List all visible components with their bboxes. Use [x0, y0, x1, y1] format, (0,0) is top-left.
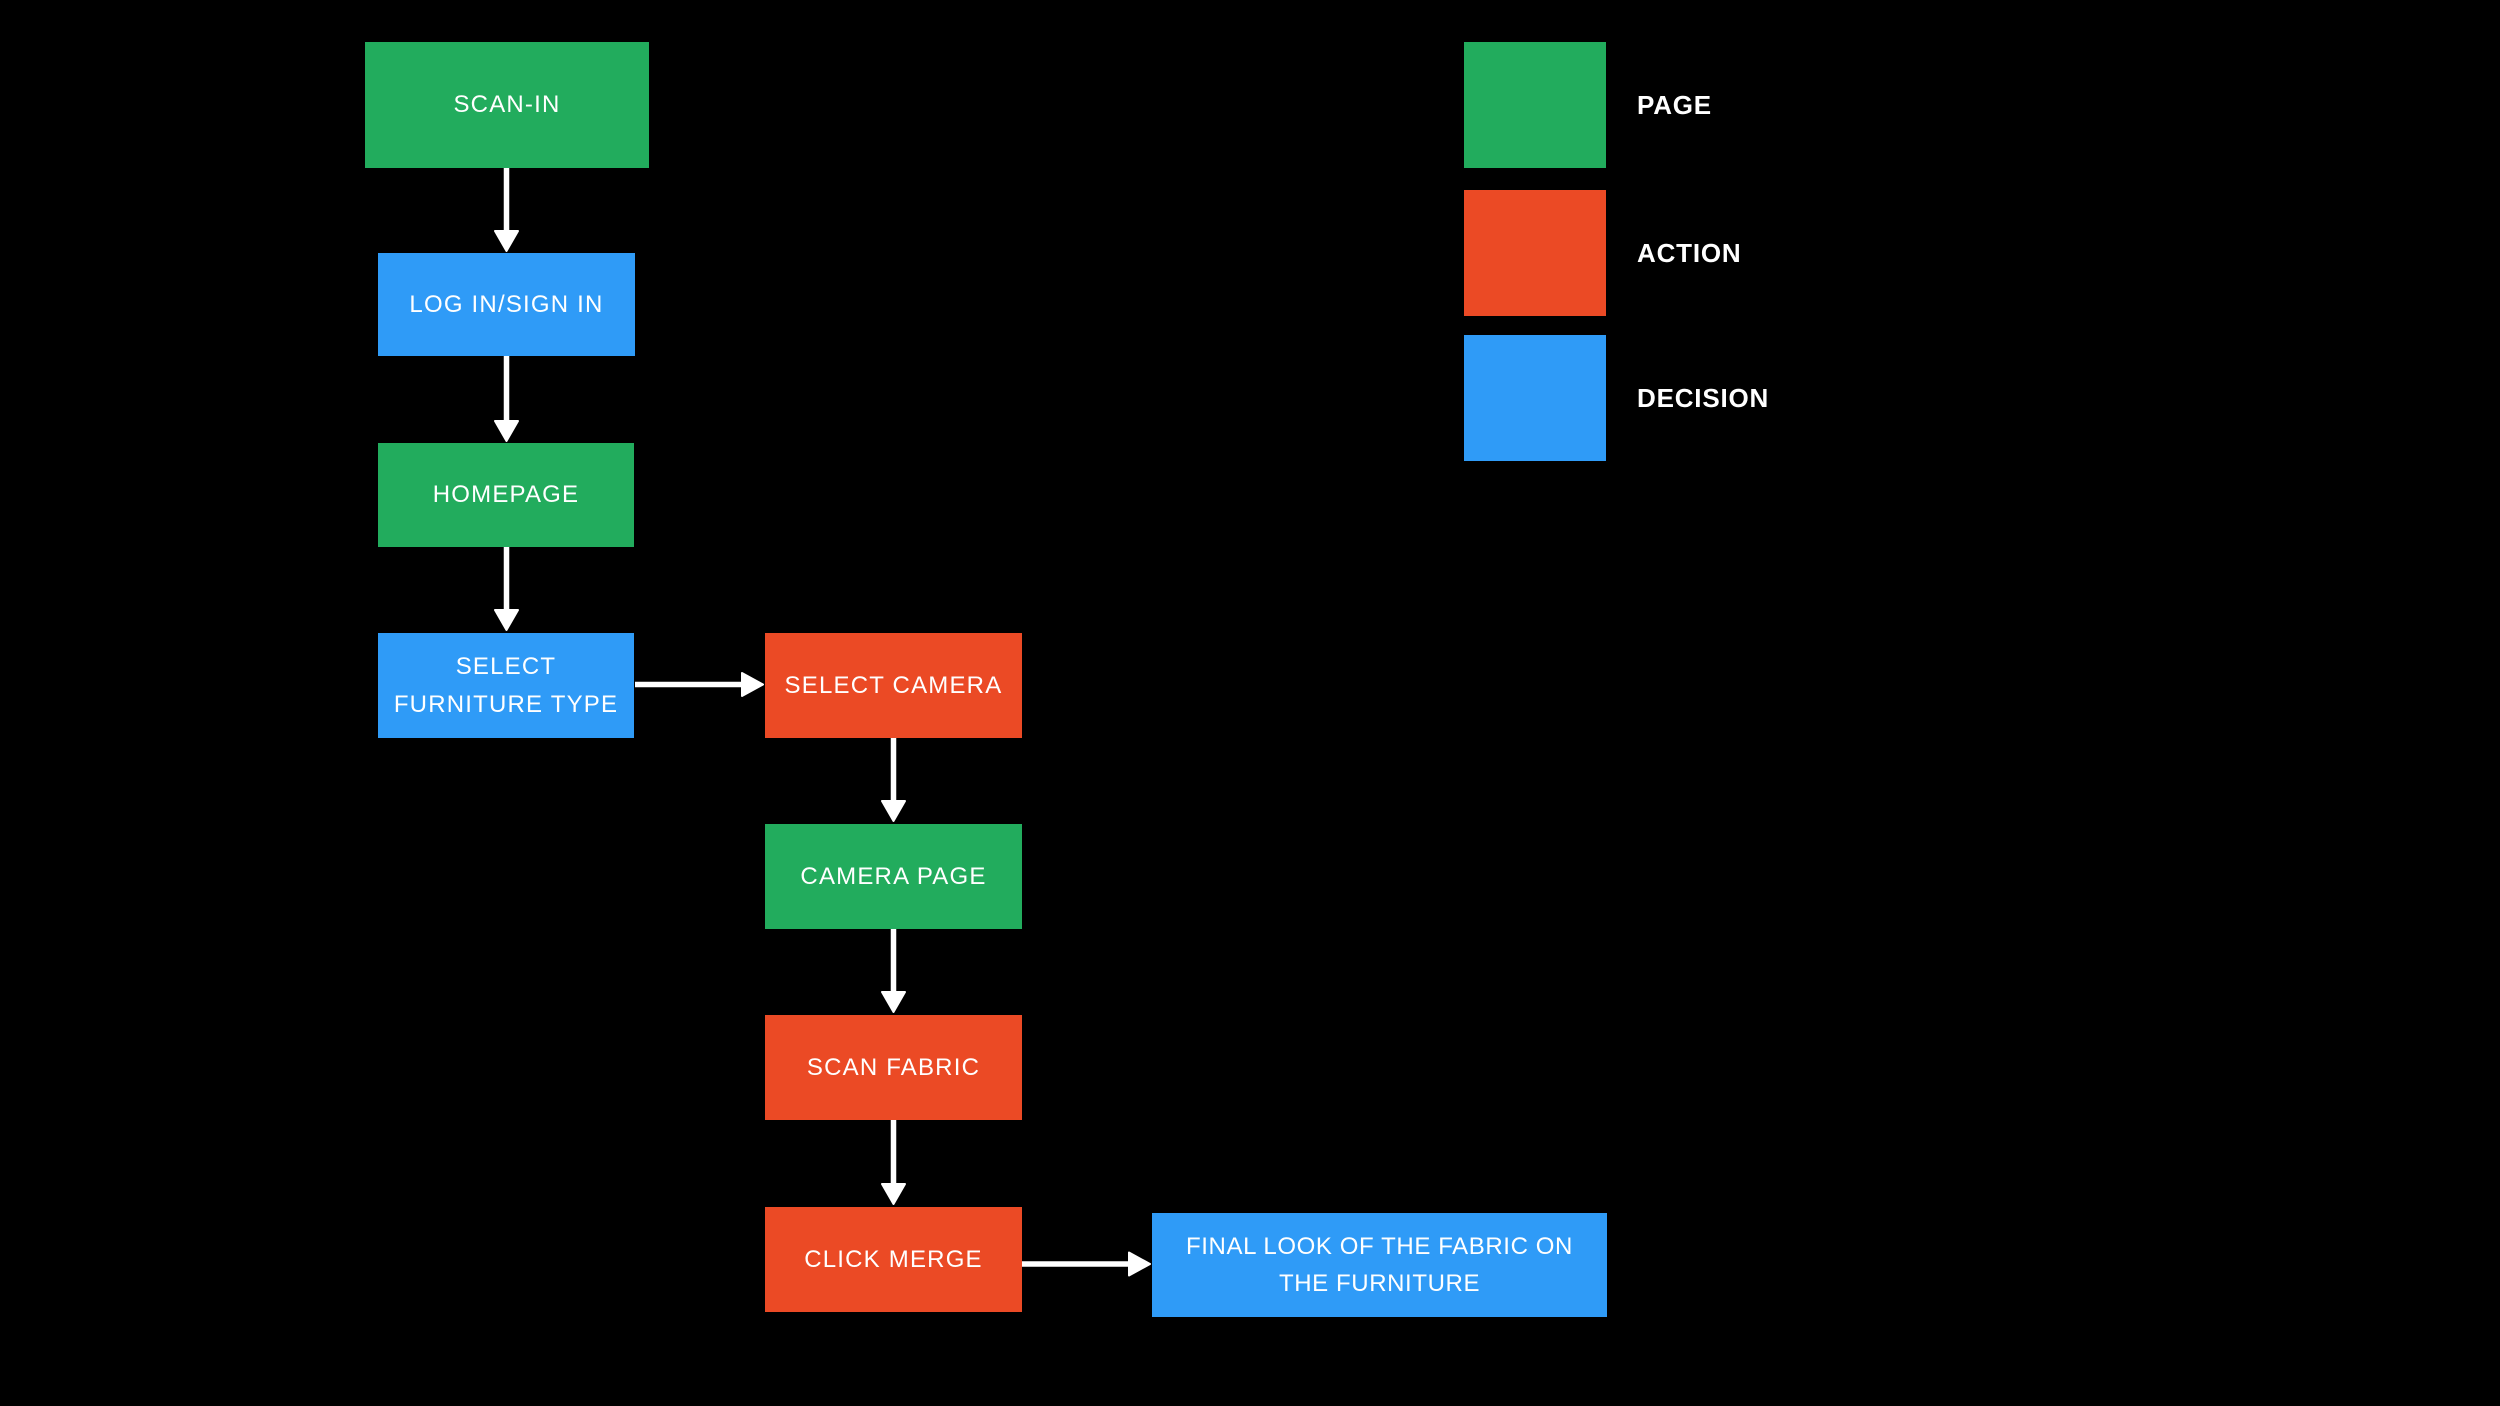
- node-homepage[interactable]: HOMEPAGE: [378, 443, 634, 547]
- arrow-click-merge-to-final-look: [1022, 1251, 1151, 1277]
- arrow-scan-in-to-log-in: [494, 168, 519, 252]
- node-select-camera[interactable]: SELECT CAMERA: [765, 633, 1022, 738]
- node-label: CAMERA PAGE: [800, 862, 987, 890]
- legend-label-action: ACTION: [1637, 237, 1742, 268]
- node-click-merge[interactable]: CLICK MERGE: [765, 1207, 1022, 1312]
- node-label: SELECT FURNITURE TYPE: [393, 653, 619, 718]
- node-scan-fabric[interactable]: SCAN FABRIC: [765, 1015, 1022, 1120]
- node-camera-page[interactable]: CAMERA PAGE: [765, 824, 1022, 929]
- node-label: SCAN FABRIC: [806, 1053, 981, 1081]
- node-log-in-sign-in[interactable]: LOG IN/SIGN IN: [378, 253, 635, 356]
- node-final-look[interactable]: FINAL LOOK OF THE FABRIC ON THE FURNITUR…: [1152, 1213, 1607, 1317]
- arrow-select-furniture-type-to-select-camera: [635, 672, 764, 697]
- legend-swatch-action: [1464, 190, 1606, 316]
- arrow-log-in-to-homepage: [494, 356, 519, 442]
- arrow-scan-fabric-to-click-merge: [881, 1120, 906, 1205]
- legend-row-action: ACTION: [1464, 190, 1741, 316]
- legend-row-decision: DECISION: [1464, 335, 1769, 461]
- node-label: LOG IN/SIGN IN: [409, 290, 604, 318]
- legend-label-decision: DECISION: [1637, 382, 1770, 413]
- arrow-select-camera-to-camera-page: [881, 738, 906, 822]
- legend-label-page: PAGE: [1637, 89, 1712, 120]
- arrow-camera-page-to-scan-fabric: [881, 929, 906, 1013]
- node-label: SCAN-IN: [453, 91, 561, 119]
- node-label: CLICK MERGE: [804, 1245, 983, 1273]
- node-label: SELECT CAMERA: [784, 671, 1003, 699]
- node-scan-in[interactable]: SCAN-IN: [365, 42, 649, 168]
- node-label: FINAL LOOK OF THE FABRIC ON THE FURNITUR…: [1186, 1232, 1573, 1297]
- legend-swatch-page: [1464, 42, 1606, 168]
- legend-swatch-decision: [1464, 335, 1606, 461]
- legend-row-page: PAGE: [1464, 42, 1712, 168]
- node-select-furniture-type[interactable]: SELECT FURNITURE TYPE: [378, 633, 634, 738]
- node-label: HOMEPAGE: [432, 481, 580, 509]
- arrow-homepage-to-select-furniture-type: [494, 547, 519, 631]
